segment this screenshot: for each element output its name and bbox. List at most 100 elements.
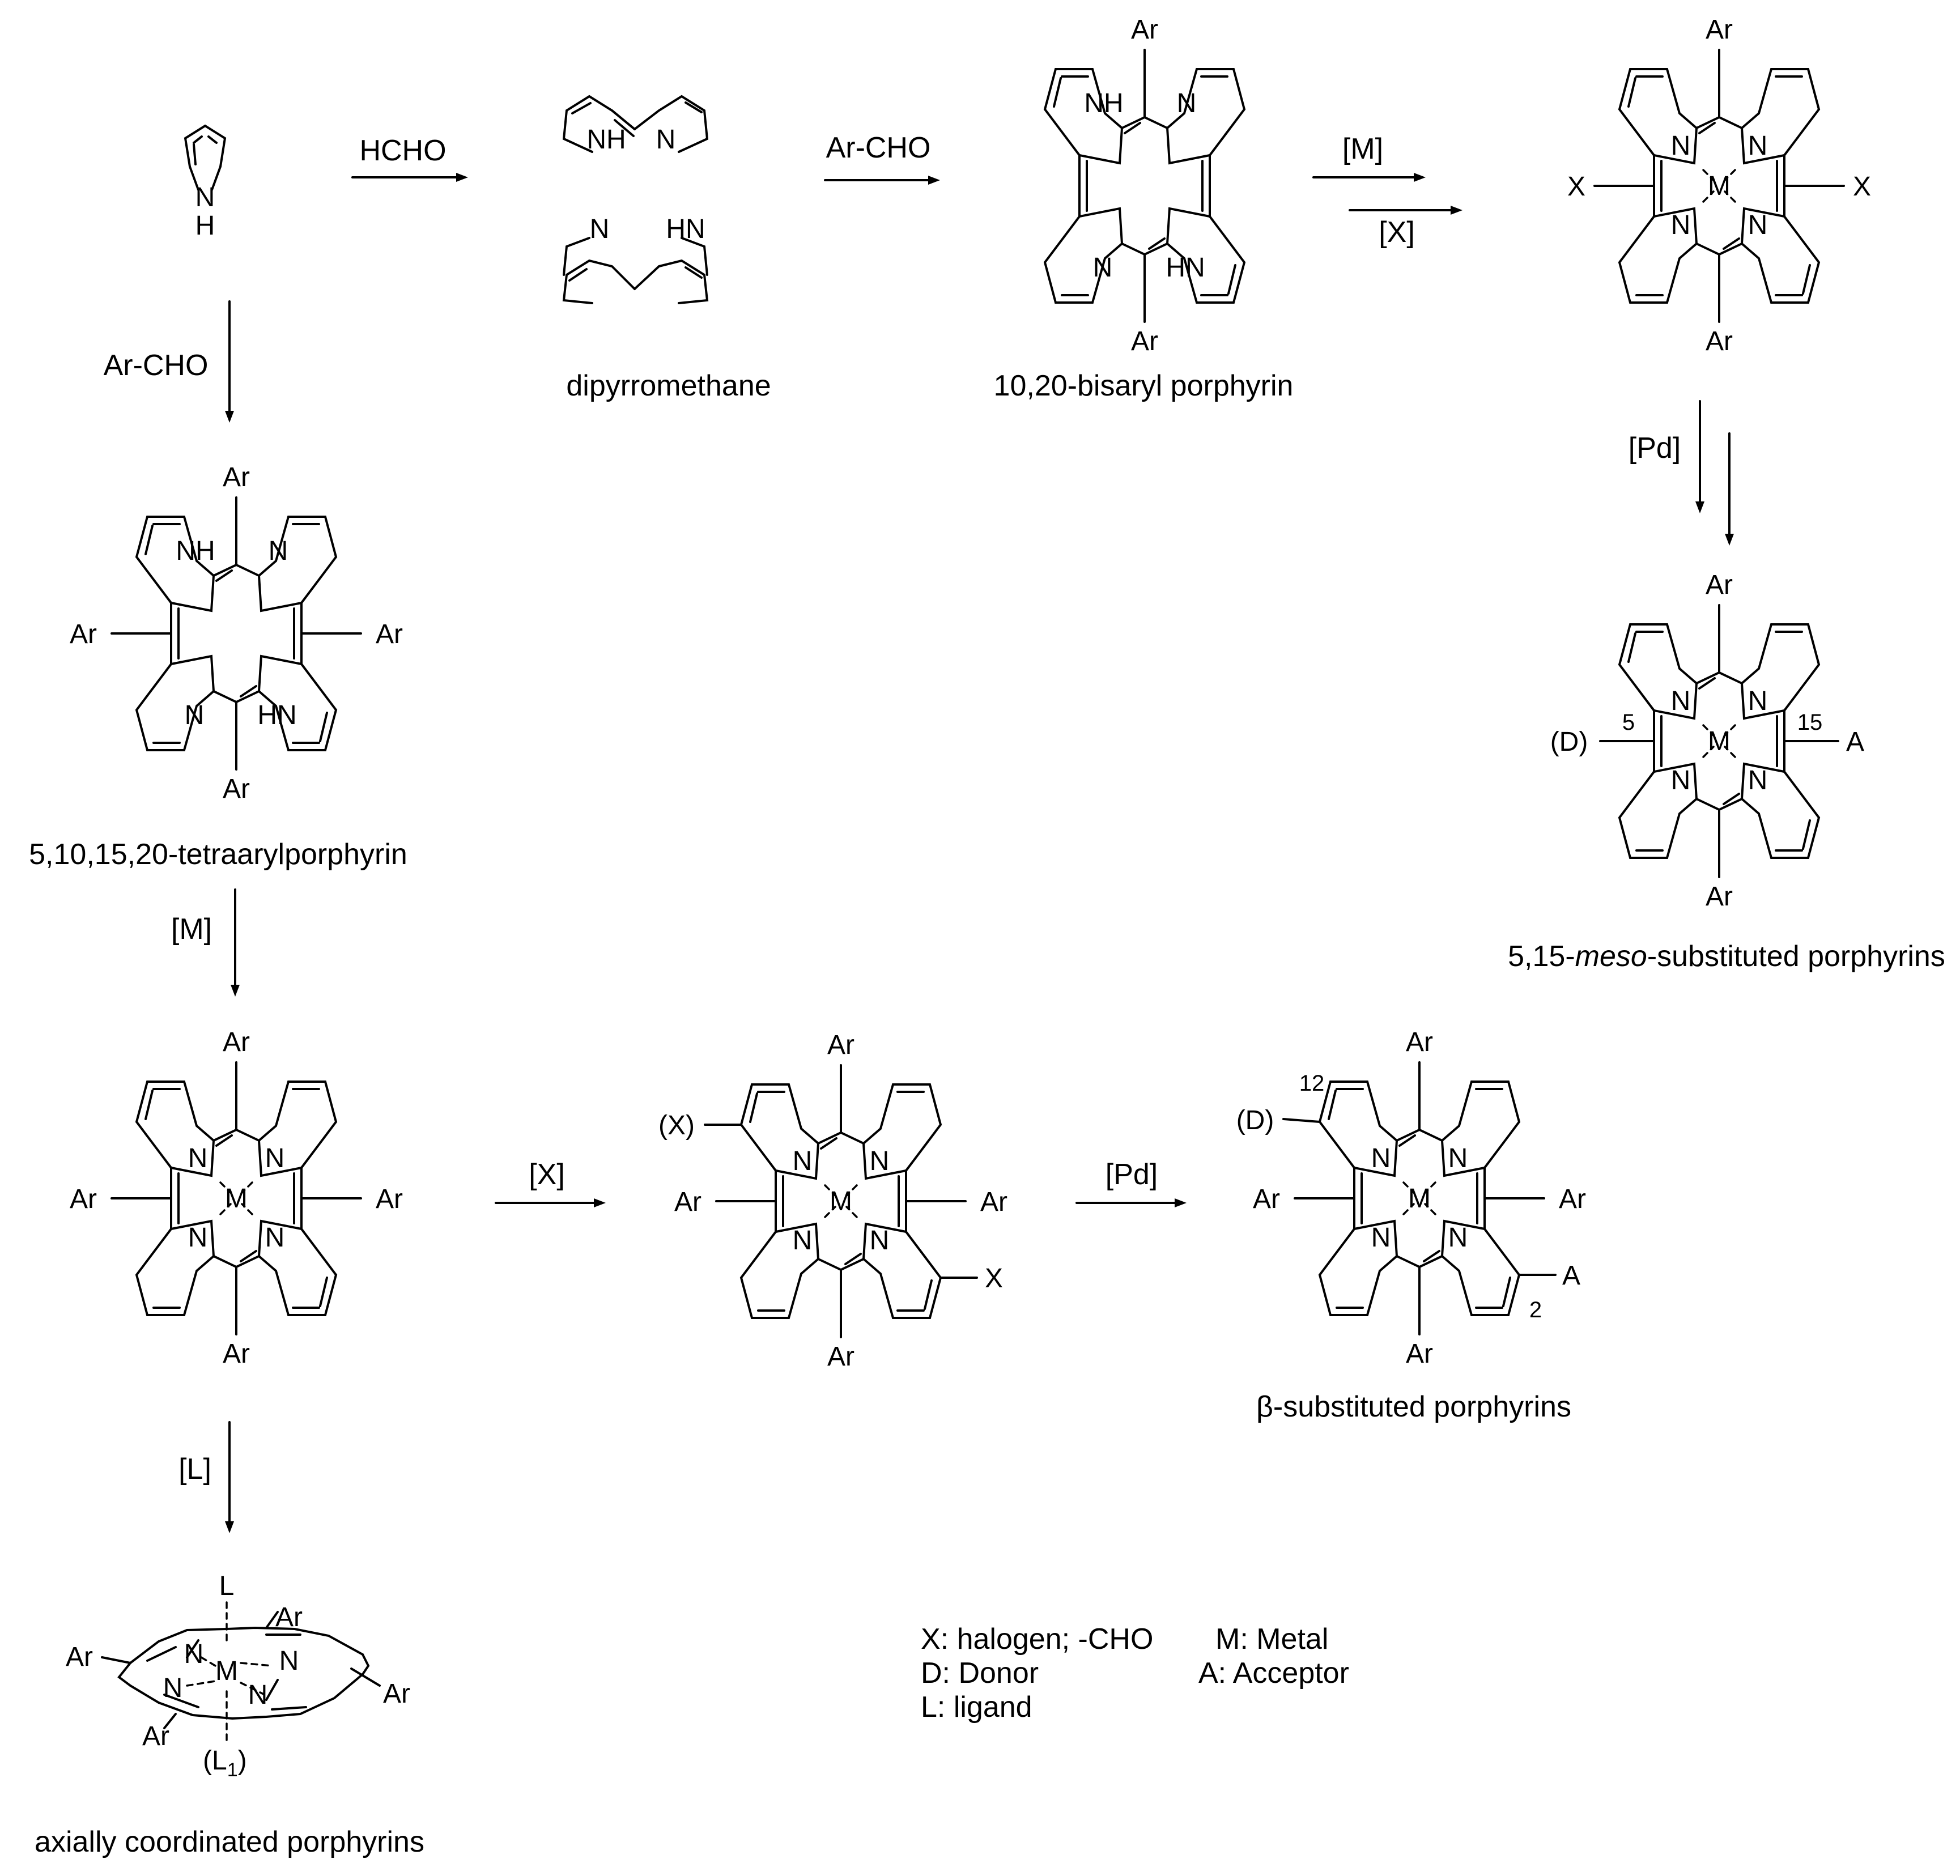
halogen-label: X: [985, 1264, 1003, 1294]
atom-label: N: [1671, 131, 1691, 161]
atom-label: H: [195, 211, 215, 241]
atom-label: N: [185, 700, 205, 730]
donor-label: (D): [1550, 727, 1588, 757]
atom-label: N: [195, 182, 215, 212]
reaction-arrows: [225, 173, 1734, 1533]
condition-ar-cho: Ar-CHO: [826, 131, 931, 164]
atom-label: N: [1177, 88, 1197, 118]
aryl-label: Ar: [1406, 1339, 1433, 1369]
atom-label: N: [1748, 765, 1768, 796]
aryl-label: Ar: [70, 619, 97, 649]
atom-label: N: [269, 536, 288, 566]
beta-halogenated-porphyrin-structure: M N N N N Ar Ar Ar Ar (X) X: [658, 1030, 1007, 1372]
atom-label: N: [188, 1143, 208, 1173]
legend-d: D: Donor: [921, 1657, 1039, 1690]
beta-substituted-porphyrin-structure: M N N N N Ar Ar Ar Ar (D) A 12 2: [1236, 1027, 1586, 1369]
aryl-label: Ar: [376, 1184, 403, 1214]
ligand-label: (L1): [203, 1746, 247, 1781]
metal-label: M: [830, 1186, 852, 1216]
atom-label: N: [870, 1146, 890, 1176]
caption-dipyrromethane: dipyrromethane: [566, 369, 771, 402]
aryl-label: Ar: [1706, 882, 1733, 912]
condition-metalation: [M]: [171, 913, 212, 946]
atom-label: N: [265, 1223, 285, 1253]
atom-label: N: [1371, 1223, 1391, 1253]
atom-label: N: [163, 1673, 183, 1703]
legend: X: halogen; -CHO M: Metal D: Donor A: Ac…: [921, 1623, 1349, 1724]
metallated-tetraarylporphyrin-structure: M N N N N Ar Ar Ar Ar: [70, 1027, 403, 1369]
condition-ligand: [L]: [178, 1453, 211, 1486]
caption-beta-substituted: β-substituted porphyrins: [1256, 1390, 1571, 1423]
aryl-label: Ar: [1706, 326, 1733, 356]
aryl-label: Ar: [223, 462, 250, 492]
aryl-label: Ar: [1706, 15, 1733, 45]
caption-meso-substituted: 5,15-meso-substituted porphyrins: [1508, 940, 1945, 973]
atom-label: N: [279, 1646, 299, 1676]
atom-label: N: [1748, 131, 1768, 161]
aryl-label: Ar: [376, 619, 403, 649]
atom-label: N: [1448, 1223, 1468, 1253]
aryl-label: Ar: [827, 1030, 854, 1060]
atom-label: N: [184, 1639, 204, 1669]
metal-label: M: [215, 1656, 238, 1686]
position-number: 15: [1797, 710, 1823, 735]
condition-palladium: [Pd]: [1106, 1158, 1158, 1191]
legend-m: M: Metal: [1215, 1623, 1328, 1656]
aryl-label: Ar: [1706, 570, 1733, 600]
metallated-dihalo-porphyrin-structure: M N N N N Ar Ar X X: [1567, 15, 1871, 356]
halogen-label: (X): [658, 1111, 695, 1141]
ligand-label: L: [219, 1571, 235, 1601]
metal-label: M: [1408, 1184, 1431, 1214]
aryl-label: Ar: [827, 1342, 854, 1372]
aryl-label: Ar: [66, 1642, 93, 1672]
condition-ar-cho: Ar-CHO: [104, 349, 209, 382]
aryl-label: Ar: [1131, 15, 1158, 45]
aryl-label: Ar: [142, 1721, 169, 1751]
acceptor-label: A: [1846, 727, 1864, 757]
atom-label: N: [870, 1226, 890, 1256]
position-number: 12: [1299, 1071, 1325, 1096]
aryl-label: Ar: [223, 1339, 250, 1369]
atom-label: N: [793, 1146, 813, 1176]
atom-label: N: [1671, 210, 1691, 240]
atom-label: N: [1093, 253, 1113, 283]
axially-coordinated-porphyrin-structure: M N N N N L Ar Ar Ar Ar (L1): [66, 1571, 410, 1781]
aryl-label: Ar: [1131, 326, 1158, 356]
aryl-label: Ar: [223, 774, 250, 804]
metal-label: M: [1708, 171, 1731, 201]
atom-label: N: [590, 214, 610, 244]
dipyrromethane-structure: NH N N HN: [562, 95, 709, 304]
pyrrole-structure: N H: [184, 124, 227, 241]
donor-label: (D): [1236, 1105, 1274, 1135]
halogen-label: X: [1567, 172, 1585, 202]
condition-hcho: HCHO: [359, 134, 446, 167]
caption-tetraarylporphyrin: 5,10,15,20-tetraarylporphyrin: [29, 838, 407, 871]
metal-label: M: [1708, 726, 1731, 756]
aryl-label: Ar: [1253, 1184, 1280, 1214]
atom-label: N: [1671, 686, 1691, 716]
aryl-label: Ar: [275, 1602, 303, 1632]
aryl-label: Ar: [1559, 1184, 1586, 1214]
atom-label: N: [656, 125, 676, 155]
tetraarylporphyrin-structure: NH N N HN Ar Ar Ar Ar: [70, 462, 403, 804]
aryl-label: Ar: [1406, 1027, 1433, 1057]
aryl-label: Ar: [223, 1027, 250, 1057]
metal-label: M: [225, 1184, 248, 1214]
position-number: 2: [1529, 1298, 1542, 1322]
legend-a: A: Acceptor: [1198, 1657, 1349, 1690]
atom-label: N: [1448, 1143, 1468, 1173]
condition-halogenation: [X]: [529, 1158, 565, 1191]
legend-l: L: ligand: [921, 1691, 1032, 1724]
position-number: 5: [1622, 710, 1635, 735]
condition-palladium: [Pd]: [1629, 432, 1681, 465]
aryl-label: Ar: [70, 1184, 97, 1214]
atom-label: HN: [257, 700, 296, 730]
atom-label: N: [1748, 210, 1768, 240]
legend-x: X: halogen; -CHO: [921, 1623, 1153, 1656]
atom-label: N: [1371, 1143, 1391, 1173]
bisaryl-porphyrin-structure: NH N N HN Ar Ar: [1044, 15, 1245, 356]
atom-label: N: [248, 1680, 268, 1710]
condition-metalation: [M]: [1342, 133, 1383, 165]
halogen-label: X: [1853, 172, 1871, 202]
